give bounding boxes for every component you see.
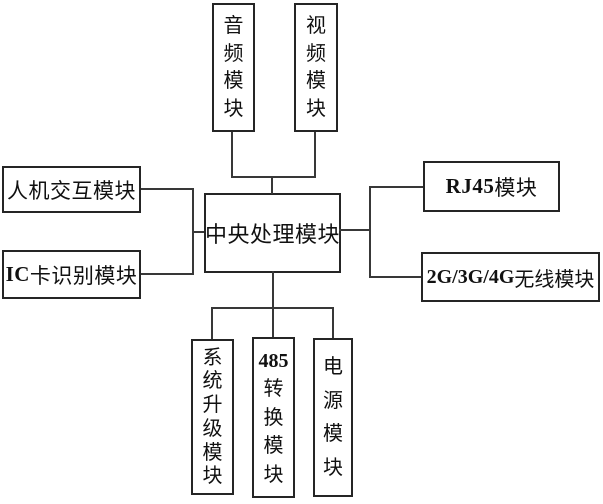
connector-cpu-down bbox=[272, 271, 274, 337]
box-system-upgrade-module: 系 统 升 级 模 块 bbox=[191, 339, 234, 495]
box-label: 卡识别模块 bbox=[29, 263, 138, 288]
box-label-char: 模 bbox=[323, 423, 343, 446]
box-label-char: 模 bbox=[263, 435, 284, 457]
connector-to-upgrade bbox=[211, 307, 213, 339]
box-label-latin: IC bbox=[5, 262, 30, 286]
box-label: 中央处理模块 bbox=[205, 222, 341, 247]
connector-top-horizontal bbox=[231, 176, 316, 178]
box-human-machine-interaction-module: 人机交互模块 bbox=[2, 166, 141, 213]
box-label-char: 统 bbox=[202, 370, 223, 393]
box-label-char: 系 bbox=[202, 346, 223, 369]
connector-to-wireless bbox=[369, 276, 421, 278]
box-label-char: 块 bbox=[323, 457, 343, 480]
box-label-char: 电 bbox=[323, 355, 343, 378]
box-label: 人机交互模块 bbox=[7, 178, 136, 203]
box-label-char: 转 bbox=[263, 378, 284, 400]
box-label: 模块 bbox=[494, 175, 538, 200]
box-label-char: 模 bbox=[223, 70, 244, 93]
box-485-conversion-module: 485 转 换 模 块 bbox=[252, 337, 295, 498]
box-label-latin: 2G/3G/4G bbox=[426, 265, 515, 288]
box-label-latin: 485 bbox=[258, 349, 289, 372]
box-label: 无线模块 bbox=[514, 268, 595, 291]
box-label-char: 模 bbox=[202, 441, 223, 464]
connector-bottom-horizontal bbox=[211, 307, 334, 309]
connector-cpu-right bbox=[339, 229, 370, 231]
box-label-char: 视 bbox=[306, 14, 326, 37]
box-power-module: 电 源 模 块 bbox=[313, 338, 353, 497]
box-label-char: 块 bbox=[202, 465, 223, 488]
box-label-char: 升 bbox=[202, 394, 223, 417]
connector-left-to-cpu bbox=[192, 231, 204, 233]
box-audio-module: 音 频 模 块 bbox=[212, 3, 255, 132]
box-label-char: 换 bbox=[263, 406, 284, 429]
connector-to-rj45 bbox=[369, 186, 423, 188]
connector-hmi-right bbox=[141, 188, 194, 190]
box-label-char: 块 bbox=[306, 98, 326, 121]
box-label-latin: RJ45 bbox=[445, 174, 495, 198]
box-label-char: 块 bbox=[263, 463, 284, 486]
connector-video-down bbox=[314, 132, 316, 177]
box-label-char: 级 bbox=[202, 417, 223, 440]
box-label-char: 块 bbox=[223, 98, 244, 121]
box-label-char: 源 bbox=[323, 389, 343, 412]
connector-top-to-cpu bbox=[271, 176, 273, 194]
connector-ic-card-right bbox=[141, 273, 194, 275]
box-video-module: 视 频 模 块 bbox=[294, 3, 338, 132]
box-label-char: 频 bbox=[306, 42, 326, 65]
connector-right-vertical bbox=[369, 186, 371, 278]
box-label-char: 模 bbox=[306, 70, 326, 93]
connector-audio-down bbox=[231, 132, 233, 177]
box-label-char: 音 bbox=[223, 14, 244, 37]
box-central-processing-module: 中央处理模块 bbox=[204, 193, 341, 273]
connector-to-power bbox=[332, 307, 334, 338]
box-label-char: 频 bbox=[223, 42, 244, 65]
